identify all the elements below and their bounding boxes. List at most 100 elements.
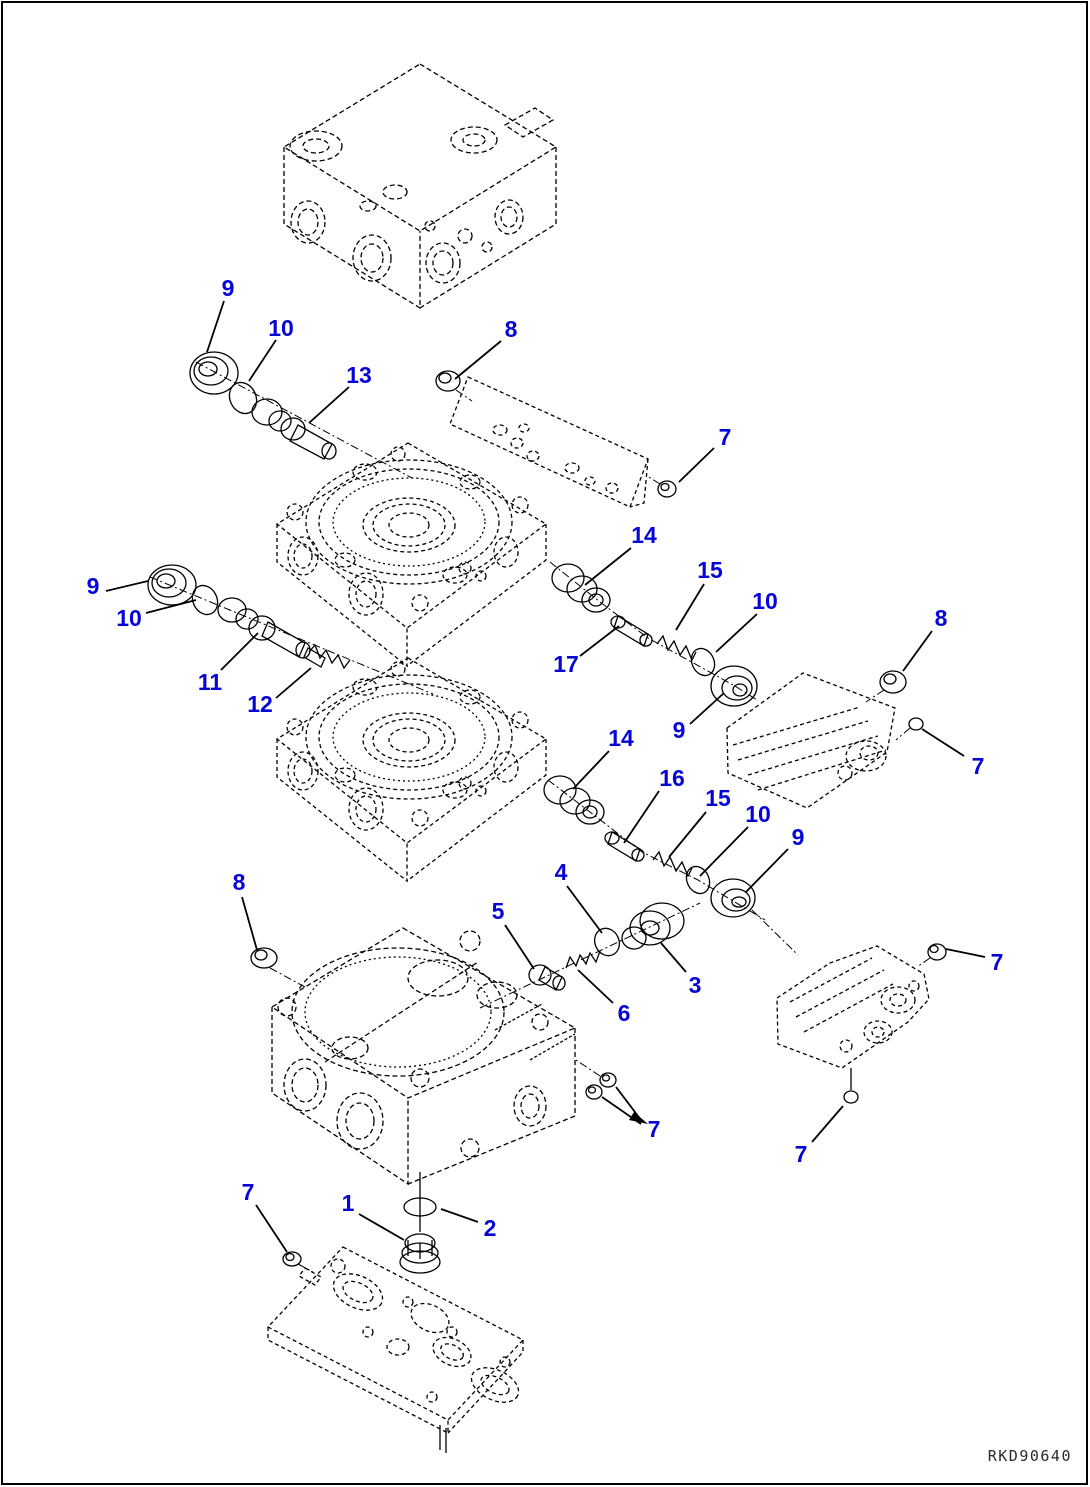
screw-part-8-body [250,947,278,969]
callout-label: 14 [608,725,634,751]
o-ring-part-10-left [191,584,219,616]
leader-line [623,790,660,844]
callout-label: 5 [492,898,505,924]
leader-line [275,667,312,699]
screw-part-7-cover [908,717,924,731]
leader-line [678,447,715,483]
leader-line [308,386,350,424]
plug-part-9-upper-right [710,665,758,707]
leader-line [248,339,277,382]
o-ring-part-10-top [228,381,258,415]
o-ring-part-10-lower-right [685,865,711,895]
leader-line [668,811,707,858]
pin-part-16 [604,831,645,862]
plug-part-9-left [147,564,197,606]
callout-label: 7 [648,1116,661,1142]
callout-label: 15 [705,785,731,811]
callout-label: 7 [972,753,985,779]
callout-label: 4 [555,859,568,885]
leader-line [689,692,725,725]
washer-part-4 [593,927,621,957]
bottom-plate [266,1246,525,1453]
valve-part-14-upper [551,563,611,613]
callout-label: 14 [631,522,657,548]
valve-part-3 [621,902,685,950]
callout-label: 1 [342,1190,355,1216]
main-valve-body [270,927,577,1186]
leader-line [220,632,259,671]
leader-line [579,625,620,657]
callout-label: 7 [242,1179,255,1205]
callout-label: 12 [247,691,273,717]
drawing-number: RKD90640 [988,1447,1072,1465]
pump-block [776,945,930,1090]
plug-part-9-lower-right [710,878,756,918]
spring-part-15-upper [656,634,697,662]
valve-part-14-lower [543,775,605,825]
callout-label: 7 [991,949,1004,975]
leader-line [601,1096,642,1125]
leader-line [145,599,197,614]
lower-plate [275,657,548,883]
leader-line [241,896,258,951]
leader-line [206,300,225,353]
leader-line [255,1204,288,1253]
plug-part-9-top [189,351,239,395]
leader-line [572,750,610,790]
callout-label: 6 [618,1000,631,1026]
screw-part-8-cover [879,670,907,694]
callout-label: 13 [346,362,372,388]
callout-label: 9 [673,717,686,743]
leader-line [945,948,986,958]
spring-part-12 [308,643,351,670]
leader-line [584,547,632,586]
callout-label: 2 [484,1215,497,1241]
callout-label: 8 [233,869,246,895]
callout-layer: 9101387141510891011121797141615109854367… [87,275,1004,1253]
spring-part-15-lower [652,850,693,878]
screw-part-8-top [435,370,461,392]
leader-line [504,924,535,970]
leader-line [675,583,705,631]
plug-part-1 [399,1233,441,1274]
leader-line [699,826,749,877]
manifold-plate [449,376,649,508]
leader-line [921,728,965,757]
pin-part-17 [610,615,653,647]
screw-part-7-top [657,480,677,498]
leader-line [454,340,502,380]
callout-label: 10 [268,315,294,341]
leader-line [715,613,758,653]
leader-line [577,969,614,1004]
callout-label: 3 [689,972,702,998]
leader-line [902,630,933,672]
pilot-cover-block [726,672,896,809]
spring-part-6 [565,950,601,969]
leader-line [566,885,603,934]
screw-part-7-pump-bottom [843,1090,859,1104]
assembly-axes [149,361,931,1273]
o-ring-part-2 [403,1197,437,1217]
callout-label: 7 [795,1141,808,1167]
leader-line [440,1208,479,1223]
leader-line [811,1105,844,1143]
callout-label: 9 [87,573,100,599]
o-ring-part-10-upper-right [690,647,716,677]
callout-label: 8 [505,316,518,342]
upper-plate [275,442,548,668]
callout-label: 9 [222,275,235,301]
callout-label: 10 [745,801,771,827]
callout-label: 16 [659,765,685,791]
callout-label: 7 [719,424,732,450]
callout-label: 10 [752,588,778,614]
callout-label: 17 [553,651,579,677]
callout-label: 9 [792,824,805,850]
spool-part-13 [251,398,337,460]
callout-label: 10 [116,605,142,631]
leader-line [615,1086,642,1121]
leader-line [358,1213,405,1241]
top-valve-body [282,63,558,310]
leader-line [660,942,687,973]
